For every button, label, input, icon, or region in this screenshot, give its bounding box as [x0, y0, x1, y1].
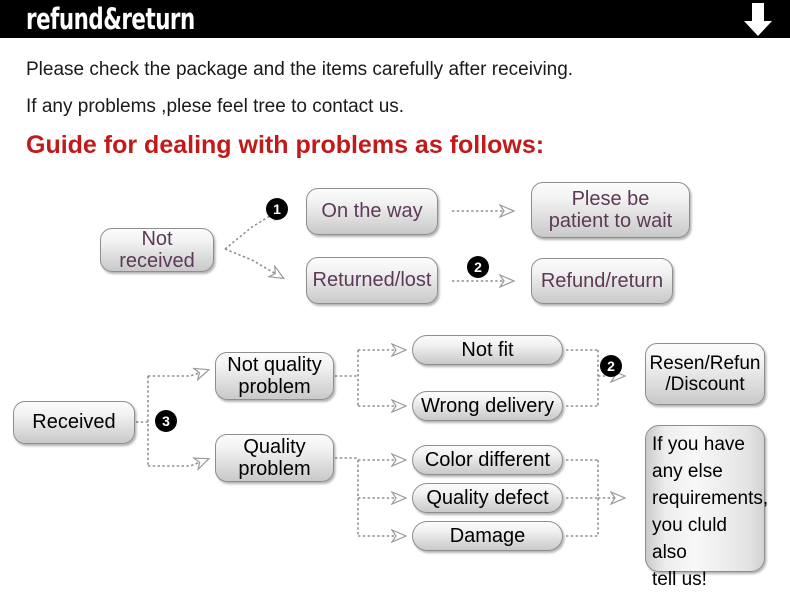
box-label: Damage — [449, 524, 526, 547]
box-label: Refund/return — [540, 269, 664, 292]
box-received[interactable]: Received — [13, 401, 135, 444]
box-label: Returned/lost — [312, 269, 432, 292]
step-badge-1: 1 — [266, 198, 288, 220]
box-please-be-patient[interactable]: Plese be patient to wait — [531, 182, 690, 238]
box-issue-color-different[interactable]: Color different — [412, 445, 563, 475]
box-label: Received — [32, 411, 116, 434]
box-label-line-2: problem — [238, 458, 311, 480]
note-line-5: tell us! — [652, 568, 707, 590]
box-refund-return[interactable]: Refund/return — [531, 258, 673, 304]
step-badge-2-bottom: 2 — [600, 355, 622, 377]
note-line-2: any else — [652, 460, 723, 482]
box-not-received[interactable]: Not received — [100, 228, 214, 272]
box-label-line-1: Plese be — [571, 187, 650, 210]
guide-heading: Guide for dealing with problems as follo… — [26, 131, 545, 159]
box-label-line-2: /Discount — [665, 374, 745, 395]
step-badge-3: 3 — [155, 410, 177, 432]
box-extra-requirements-note[interactable]: If you have any else requirements, you c… — [645, 425, 769, 590]
header-bar — [0, 0, 790, 38]
box-not-quality-problem[interactable]: Not quality problem — [215, 352, 334, 400]
box-label: Not fit — [461, 338, 514, 361]
box-issue-wrong-delivery[interactable]: Wrong delivery — [412, 391, 563, 421]
box-issue-quality-defect[interactable]: Quality defect — [412, 483, 563, 513]
note-line-3: requirements, — [652, 487, 769, 509]
box-label-line-1: Quality — [243, 435, 306, 458]
intro-text-line-2: If any problems ,plese feel tree to cont… — [26, 96, 405, 117]
box-label-line-2: problem — [238, 376, 311, 398]
box-label: On the way — [321, 200, 423, 223]
box-quality-problem[interactable]: Quality problem — [215, 434, 334, 482]
box-issue-not-fit[interactable]: Not fit — [412, 335, 563, 365]
box-label-line-1: Resen/Refun — [649, 352, 761, 374]
note-line-4: you cluld also — [652, 514, 727, 563]
step-badge-2-top: 2 — [467, 256, 489, 278]
down-arrow-icon — [744, 3, 772, 36]
box-label: Quality defect — [426, 486, 549, 509]
box-returned-lost[interactable]: Returned/lost — [306, 257, 438, 304]
note-line-1: If you have — [652, 434, 745, 455]
box-on-the-way[interactable]: On the way — [306, 188, 438, 235]
box-label-line-1: Not quality — [227, 353, 322, 376]
page-title: refund&return — [26, 2, 195, 36]
box-issue-damage[interactable]: Damage — [412, 521, 563, 551]
box-label: Wrong delivery — [420, 394, 555, 417]
box-resend-refund-discount[interactable]: Resen/Refun /Discount — [645, 343, 765, 405]
box-label: Not received — [119, 227, 195, 272]
box-label-line-2: patient to wait — [548, 210, 673, 232]
box-label: Color different — [424, 448, 551, 471]
intro-text-line-1: Please check the package and the items c… — [26, 59, 574, 80]
